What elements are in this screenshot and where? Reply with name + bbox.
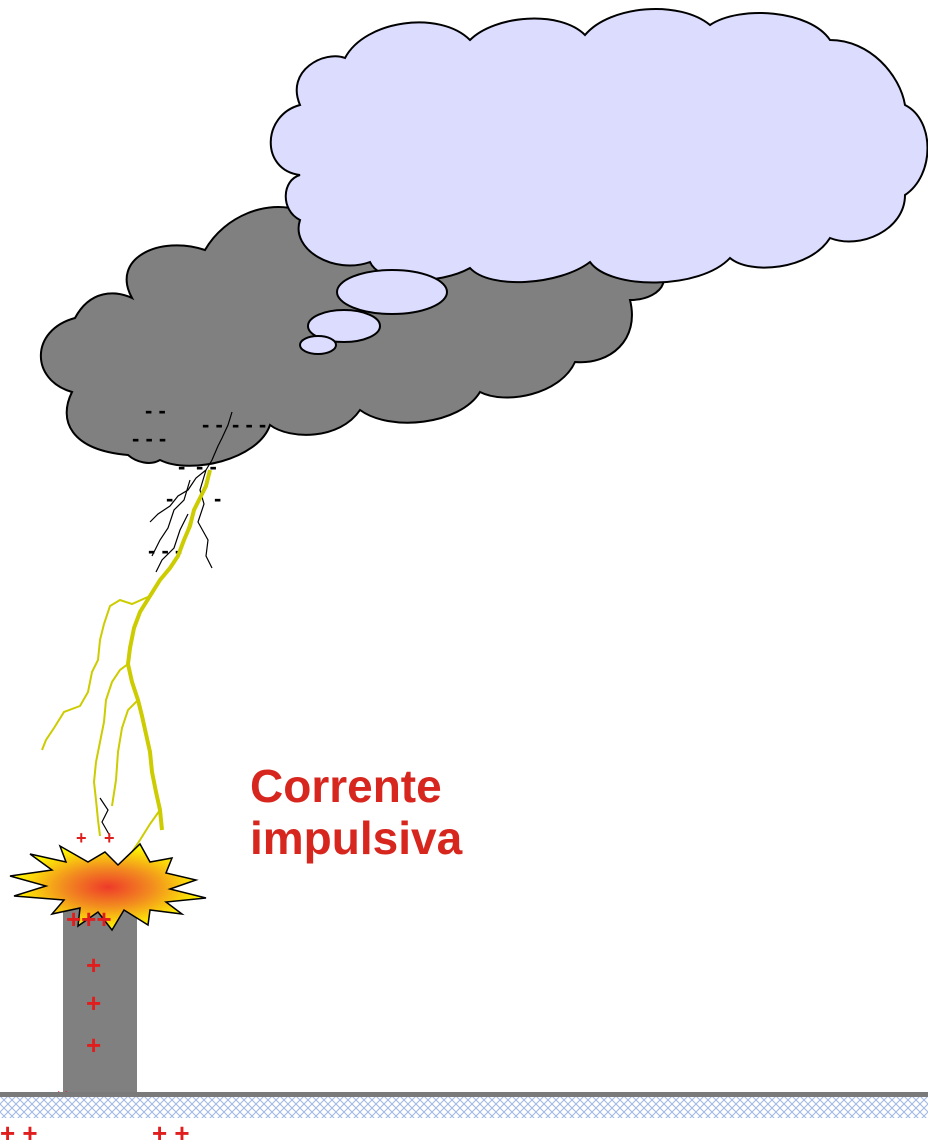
explosion-icon — [9, 842, 207, 932]
positive-charges: + + +++ + + + + + + + × × — [0, 828, 190, 1144]
charge-positive: + + — [0, 1118, 38, 1144]
negative-charges: - - - - - - - - - - - - - - - - - - — [132, 398, 266, 563]
charge-negative: - - - — [132, 426, 166, 451]
charge-negative: - - — [202, 412, 223, 437]
label-line-1: Corrente — [250, 760, 442, 812]
charge-positive: + — [104, 828, 115, 848]
charge-positive: + — [86, 1030, 101, 1060]
cloud-icon — [269, 8, 928, 355]
lightning-bolt-icon — [41, 469, 212, 853]
charge-positive: +++ — [66, 904, 112, 934]
tower-icon — [63, 888, 137, 1094]
charge-negative: - - — [145, 398, 166, 423]
charge-negative: - — [178, 454, 185, 479]
current-label: Corrente impulsiva — [250, 760, 462, 864]
charge-negative: - - - — [232, 412, 266, 437]
streamer-branches — [99, 411, 233, 837]
charge-positive: + + — [152, 1118, 190, 1144]
ground-icon — [0, 1092, 928, 1118]
charge-negative: - — [214, 486, 221, 511]
label-line-2: impulsiva — [250, 812, 463, 864]
charge-positive: + — [86, 950, 101, 980]
charge-positive: + — [86, 988, 101, 1018]
charge-negative: - — [166, 486, 173, 511]
charge-positive: + — [76, 828, 87, 848]
